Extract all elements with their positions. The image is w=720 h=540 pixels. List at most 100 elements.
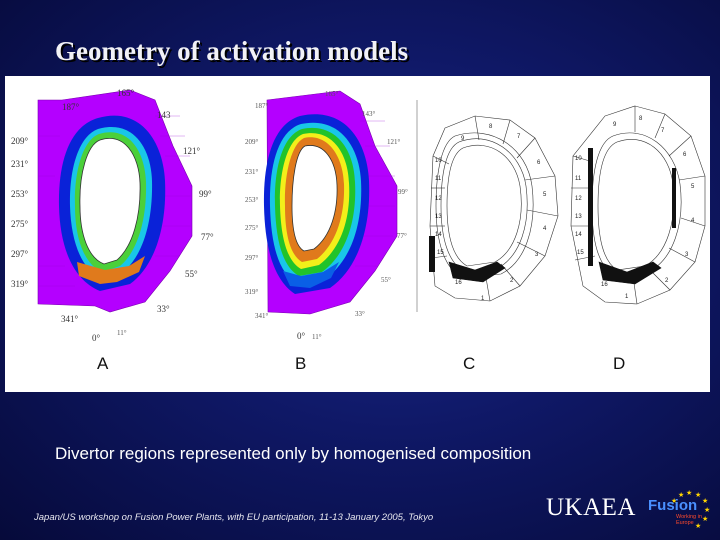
panel-label-c: C: [463, 354, 476, 373]
model-geometry-drawing: 165° 187° 143 209° 231° 121° 253° 99° 27…: [11, 88, 706, 343]
svg-text:★: ★: [678, 491, 684, 499]
region-number: 4: [543, 226, 547, 232]
model-c-region-numbers: 1 2 3 4 5 6 7 8 9 10 11 12 13 14 15 16: [435, 124, 547, 302]
region-number: 12: [435, 196, 442, 202]
region-number: 11: [575, 176, 582, 182]
angle-label: 143: [157, 110, 171, 120]
angle-label: 11°: [312, 333, 322, 341]
angle-label: 275°: [245, 224, 259, 232]
region-number: 3: [685, 252, 689, 258]
model-a-plasma-void: [79, 138, 141, 265]
angle-label: 165°: [117, 88, 135, 98]
region-number: 6: [537, 160, 541, 166]
svg-text:★: ★: [702, 497, 708, 505]
angle-label: 143°: [362, 110, 376, 118]
angle-label: 55°: [381, 276, 391, 284]
angle-label: 0°: [297, 331, 306, 341]
angle-label: 99°: [398, 188, 408, 196]
svg-text:★: ★: [695, 522, 701, 530]
angle-label: 0°: [92, 333, 101, 343]
region-number: 14: [435, 232, 442, 238]
model-a-divertor-orange: [77, 256, 145, 284]
model-d-divertor-black: [598, 261, 662, 285]
region-number: 11: [435, 176, 442, 182]
angle-label: 209°: [245, 138, 259, 146]
panel-label-a: A: [97, 354, 109, 373]
angle-label: 319°: [245, 288, 259, 296]
model-b-plasma-void: [291, 145, 338, 252]
angle-label: 11°: [117, 329, 127, 337]
region-number: 5: [543, 192, 547, 198]
angle-label: 77°: [397, 232, 407, 240]
region-number: 9: [461, 136, 465, 142]
model-c-inner-void: [446, 144, 522, 267]
fusion-logo-word: Fusion: [648, 497, 698, 514]
region-number: 7: [517, 134, 521, 140]
slide-caption: Divertor regions represented only by hom…: [55, 444, 532, 463]
region-number: 15: [577, 250, 584, 256]
model-c: 1 2 3 4 5 6 7 8 9 10 11 12 13 14 15 16: [416, 100, 559, 312]
eu-stars-icon: ★★★ ★★★ ★★: [671, 489, 710, 530]
angle-label: 187°: [62, 102, 80, 112]
model-d-inboard-black-strip: [588, 148, 593, 266]
angle-label: 99°: [199, 189, 212, 199]
angle-label: 187°: [255, 102, 269, 110]
region-number: 15: [437, 250, 444, 256]
svg-text:★: ★: [704, 506, 710, 514]
angle-label: 231°: [245, 168, 259, 176]
angle-label: 33°: [355, 310, 365, 318]
model-d-inner-void: [597, 139, 675, 271]
region-number: 5: [691, 184, 695, 190]
model-a: 165° 187° 143 209° 231° 121° 253° 99° 27…: [11, 88, 214, 343]
model-d-outer-outline: [570, 105, 706, 305]
angle-label: 33°: [157, 304, 170, 314]
region-number: 13: [435, 214, 442, 220]
model-c-inboard-black-strip: [429, 236, 435, 272]
region-number: 1: [481, 296, 485, 302]
model-b: 165° 187° 143° 209° 231° 121° 253° 99° 2…: [245, 90, 408, 341]
ukaea-logo: UKAEA: [546, 494, 636, 521]
model-c-divertor-black: [448, 261, 506, 283]
angle-label: 253°: [11, 189, 29, 199]
panel-label-d: D: [613, 354, 626, 373]
slide-title: Geometry of activation models: [55, 36, 409, 66]
svg-text:★: ★: [702, 515, 708, 523]
region-number: 10: [575, 156, 582, 162]
angle-label: 341°: [61, 314, 79, 324]
activation-model-figure: 165° 187° 143 209° 231° 121° 253° 99° 27…: [5, 76, 710, 392]
region-number: 14: [575, 232, 582, 238]
angle-label: 55°: [185, 269, 198, 279]
region-number: 10: [435, 158, 442, 164]
region-number: 12: [575, 196, 582, 202]
region-number: 9: [613, 122, 617, 128]
region-number: 8: [489, 124, 493, 130]
region-number: 4: [691, 218, 695, 224]
svg-text:★: ★: [695, 491, 701, 499]
angle-label: 121°: [387, 138, 401, 146]
region-number: 1: [625, 294, 629, 300]
angle-label: 297°: [11, 249, 29, 259]
model-d: 1 2 3 4 5 6 7 8 9 10 11 12 13 14 15 16: [570, 105, 706, 305]
region-number: 8: [639, 116, 643, 122]
model-b-divertor-blue: [283, 262, 339, 288]
model-a-angle-labels: 165° 187° 143 209° 231° 121° 253° 99° 27…: [11, 88, 214, 343]
angle-label: 253°: [245, 196, 259, 204]
angle-label: 319°: [11, 279, 29, 289]
panel-label-b: B: [295, 354, 307, 373]
region-number: 7: [661, 128, 665, 134]
region-number: 3: [535, 252, 539, 258]
angle-label: 231°: [11, 159, 29, 169]
angle-label: 341°: [255, 312, 269, 320]
region-number: 16: [601, 282, 608, 288]
angle-label: 165°: [325, 90, 339, 98]
svg-text:★: ★: [671, 497, 677, 505]
region-number: 16: [455, 280, 462, 286]
angle-label: 121°: [183, 146, 201, 156]
region-number: 6: [683, 152, 687, 158]
footer-text: Japan/US workshop on Fusion Power Plants…: [34, 512, 434, 523]
model-d-region-numbers: 1 2 3 4 5 6 7 8 9 10 11 12 13 14 15 16: [575, 116, 695, 300]
model-b-angle-labels: 165° 187° 143° 209° 231° 121° 253° 99° 2…: [245, 90, 408, 341]
region-number: 2: [510, 278, 514, 284]
fusion-logo-tagline: Working in Europe: [676, 514, 702, 526]
angle-label: 297°: [245, 254, 259, 262]
